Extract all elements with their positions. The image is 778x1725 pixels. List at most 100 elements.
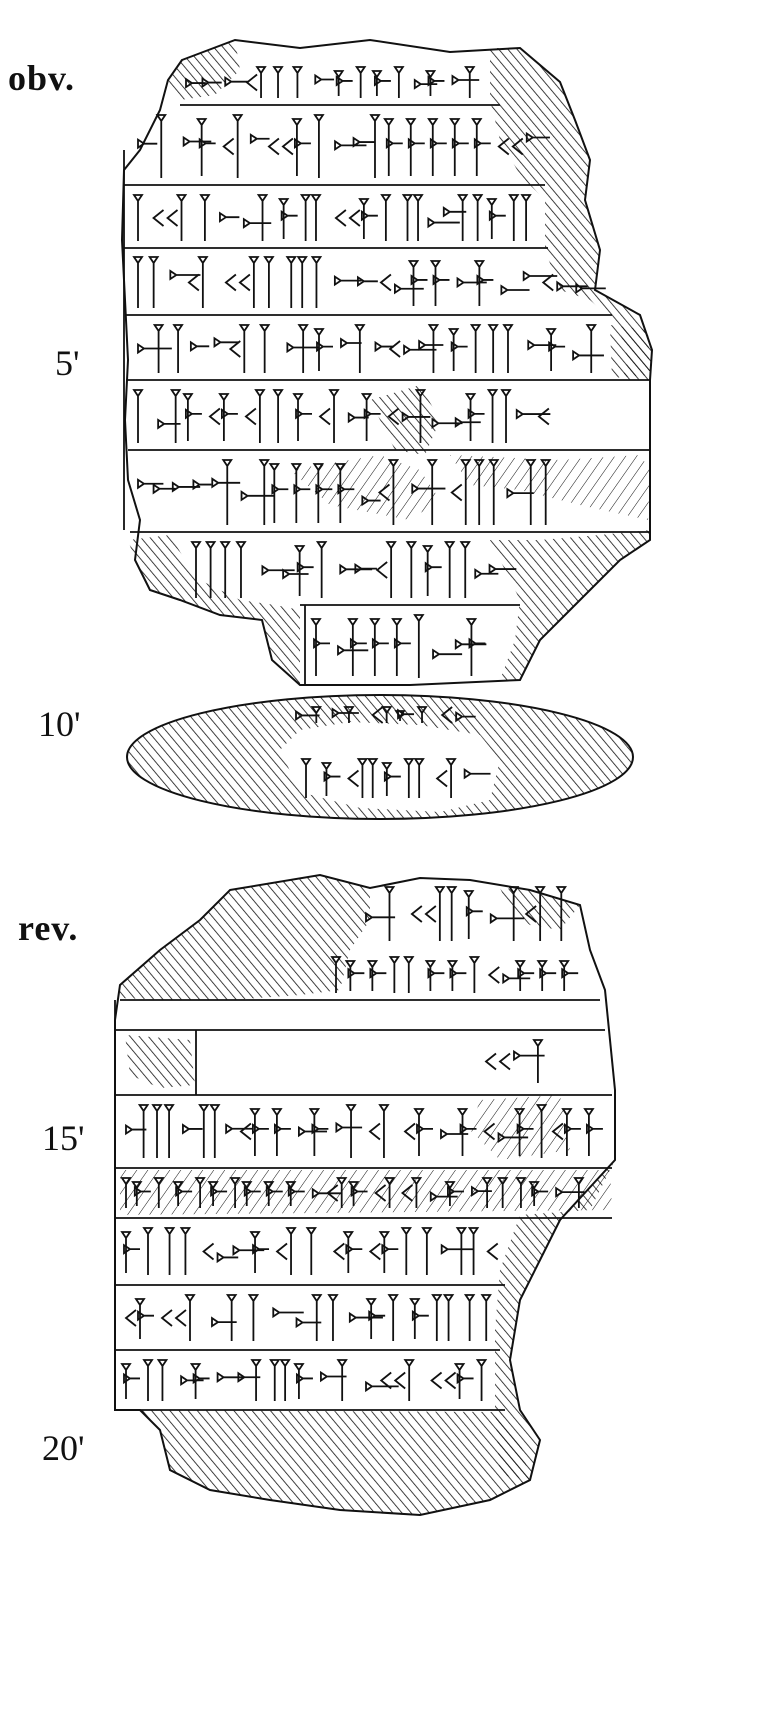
- obverse-ruling-lines: [123, 104, 650, 685]
- line-number-20: 20': [42, 1428, 85, 1468]
- wedge-mark: [155, 114, 167, 178]
- wedge-mark: [443, 541, 456, 598]
- wedge-mark: [313, 328, 325, 371]
- wedge-mark: [464, 66, 476, 98]
- wedge-mark: [316, 340, 333, 353]
- wedge-mark: [409, 1298, 421, 1339]
- reverse-damage-top-left: [120, 875, 370, 1000]
- wedge-mark: [157, 418, 181, 430]
- wedge-mark: [528, 1181, 540, 1206]
- wedge-mark: [132, 256, 144, 308]
- wedge-mark: [272, 66, 284, 98]
- wedge-mark: [429, 260, 442, 306]
- wedge-mark: [211, 477, 241, 489]
- wedge-mark: [383, 1177, 396, 1208]
- wedge-mark: [343, 706, 355, 723]
- wedge-mark: [387, 1294, 399, 1341]
- wedge-mark: [335, 75, 353, 87]
- wedge-mark: [427, 967, 445, 979]
- wedge-mark: [263, 256, 275, 308]
- wedge-mark: [163, 1104, 175, 1158]
- wedge-mark: [254, 389, 266, 443]
- wedge-mark: [388, 956, 401, 993]
- wedge-mark: [354, 66, 367, 98]
- wedge-mark: [440, 1128, 469, 1140]
- wedge-mark: [208, 407, 221, 426]
- wedge-mark: [354, 324, 366, 373]
- wedge-mark: [249, 1108, 261, 1156]
- wedge-mark: [268, 463, 281, 523]
- wedge-mark: [486, 389, 499, 443]
- wedge-mark: [407, 137, 425, 150]
- wedge-mark: [456, 1108, 469, 1156]
- wedge-mark: [332, 1242, 345, 1261]
- wedge-mark: [488, 459, 500, 525]
- wedge-mark: [414, 389, 427, 443]
- wedge-mark: [525, 131, 550, 144]
- wedge-mark: [269, 1359, 281, 1401]
- wedge-mark: [120, 1177, 132, 1208]
- wedge-mark: [403, 956, 415, 993]
- wedge-mark: [291, 118, 303, 176]
- edge-signs: [295, 706, 491, 798]
- wedge-mark: [244, 407, 257, 426]
- wedge-mark: [175, 194, 188, 241]
- wedge-mark: [380, 706, 393, 723]
- wedge-mark: [252, 1123, 269, 1135]
- wedge-mark: [371, 706, 384, 724]
- wedge-mark: [132, 194, 144, 241]
- wedge-mark: [513, 1049, 545, 1062]
- wedge-mark: [256, 194, 269, 241]
- wedge-mark: [310, 706, 322, 723]
- wedge-mark: [291, 66, 304, 98]
- wedge-mark: [500, 389, 512, 443]
- wedge-mark: [134, 1298, 146, 1339]
- wedge-mark: [347, 618, 359, 676]
- reverse-damage-right: [495, 1160, 615, 1480]
- wedge-mark: [328, 389, 340, 443]
- wedge-mark: [300, 758, 312, 798]
- wedge-mark: [242, 217, 272, 229]
- wedge-mark: [160, 1309, 173, 1327]
- wedge-mark: [463, 1294, 476, 1341]
- wedge-mark: [220, 408, 238, 420]
- wedge-mark: [225, 1294, 238, 1341]
- wedge-mark: [151, 1104, 163, 1158]
- wedge-mark: [416, 1123, 433, 1135]
- wedge-mark: [385, 137, 403, 150]
- wedge-mark: [467, 1227, 480, 1275]
- wedge-mark: [318, 407, 331, 426]
- wedge-mark: [456, 1372, 474, 1385]
- wedge-mark: [513, 1108, 526, 1156]
- wedge-mark: [194, 1177, 206, 1208]
- wedge-mark: [192, 478, 212, 491]
- wedge-mark: [209, 1104, 221, 1158]
- wedge-mark: [377, 483, 390, 502]
- wedge-mark: [294, 137, 311, 150]
- wedge-mark: [358, 198, 370, 239]
- wedge-mark: [456, 276, 487, 289]
- wedge-mark: [310, 618, 322, 676]
- wedge-mark: [347, 1181, 360, 1206]
- wedge-mark: [187, 273, 200, 292]
- wedge-mark: [272, 1306, 304, 1319]
- wedge-mark: [480, 1294, 492, 1341]
- wedge-mark: [400, 1227, 412, 1275]
- wedge-mark: [336, 1177, 348, 1208]
- obverse-fragment: [120, 38, 654, 686]
- wedge-mark: [326, 1184, 339, 1202]
- wedge-mark: [221, 459, 233, 525]
- wedge-mark: [243, 1185, 261, 1198]
- wedge-mark: [142, 1359, 154, 1401]
- wedge-mark: [539, 967, 557, 979]
- wedge-mark: [238, 273, 251, 292]
- wedge-mark: [531, 1185, 549, 1198]
- wedge-mark: [271, 1108, 283, 1156]
- wedge-mark: [516, 1123, 534, 1135]
- wedge-mark: [463, 890, 475, 939]
- wedge-mark: [410, 274, 428, 286]
- wedge-mark: [184, 1294, 196, 1341]
- wedge-mark: [455, 1227, 468, 1275]
- wedge-mark: [175, 1185, 193, 1198]
- wedge-mark: [345, 1243, 363, 1255]
